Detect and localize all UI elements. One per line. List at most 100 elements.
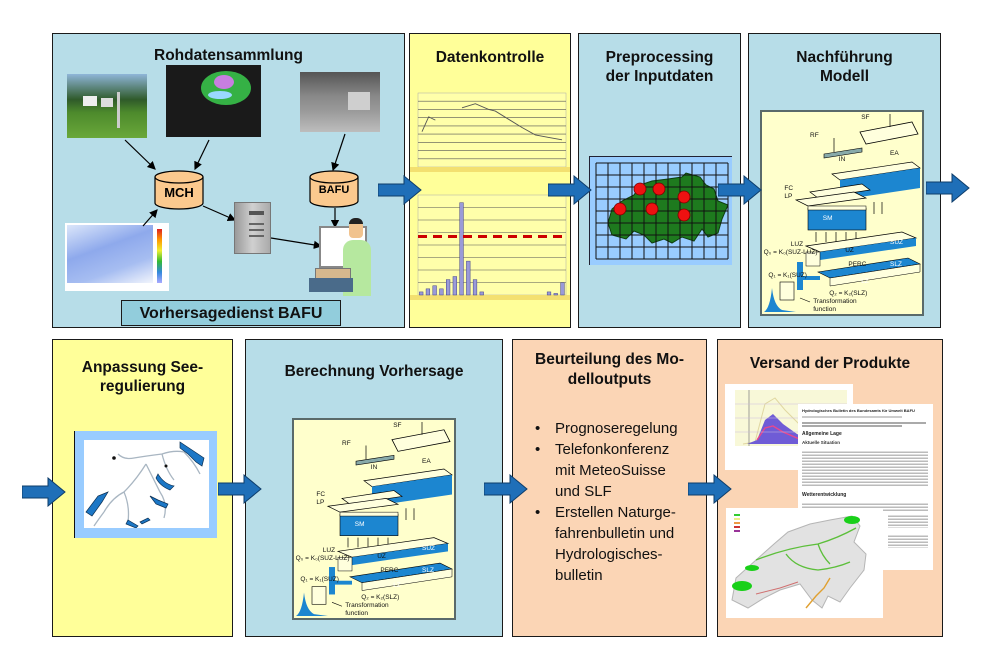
bar-chart — [410, 194, 570, 300]
bullet-line: bulletin — [555, 567, 603, 584]
bullet-item: Erstellen Naturge- fahrenbulletin und Hy… — [533, 502, 678, 586]
flow-arrow-icon — [926, 173, 970, 203]
hbv-label-slz: SLZ — [422, 566, 434, 574]
bar — [419, 291, 424, 296]
hbv-label-fc: FC — [316, 491, 326, 499]
bar — [459, 202, 464, 296]
line-series-segment-2 — [461, 103, 563, 141]
flow-arrow-icon — [378, 175, 422, 205]
hbv-label-uz: UZ — [845, 247, 854, 255]
panel-title-line2: delloutputs — [567, 371, 652, 388]
hbv-label-luz: LUZ — [790, 241, 804, 249]
panel-versand-produkte: Versand der Produkte Hydrologisches Bull… — [717, 339, 943, 637]
data-flow-connectors — [124, 133, 346, 250]
bafu-database-icon: BAFU — [309, 170, 359, 208]
hbv-label-perc: PERC — [848, 261, 867, 269]
hbv-label-q0: Q₀ = K₀(SUZ-LUZ) — [295, 554, 350, 562]
forecaster-workstation-icon — [293, 216, 373, 296]
precipitation-map — [65, 223, 169, 291]
hbv-label-rf: RF — [810, 132, 819, 140]
bulletin-heading-1: Allgemeine Lage — [802, 431, 842, 437]
bullet-line: Prognoseregelung — [555, 420, 678, 437]
bar — [560, 282, 565, 296]
panel-title-line1: Nachführung — [796, 49, 893, 66]
panel-beurteilung-modelloutputs: Beurteilung des Mo- delloutputs Prognose… — [512, 339, 707, 637]
panel-title-line1: Preprocessing — [605, 49, 714, 66]
hbv-label-sf: SF — [861, 114, 870, 122]
bulletin-heading-3: Wetterentwicklung — [802, 492, 847, 498]
panel-title-line1: Anpassung See- — [81, 359, 204, 376]
bar — [452, 276, 457, 296]
flow-arrow-icon — [718, 175, 762, 205]
panel-nachfuehrung-modell: Nachführung Modell — [748, 33, 941, 328]
bar — [479, 291, 484, 296]
panel-title: Berechnung Vorhersage — [284, 363, 464, 380]
bullet-item: Prognoseregelung — [533, 418, 678, 439]
hbv-label-sm: SM — [354, 520, 365, 528]
hbv-label-lp: LP — [784, 192, 793, 200]
server-icon — [234, 202, 271, 254]
flow-arrow-icon — [548, 175, 592, 205]
panel-title: Rohdatensammlung — [154, 47, 303, 64]
bullet-line: Erstellen Naturge- — [555, 504, 676, 521]
x-axis-band — [410, 295, 570, 300]
radar-image — [166, 65, 261, 137]
hbv-label-function: function — [813, 305, 836, 313]
hbv-label-fc: FC — [784, 184, 794, 192]
bar — [553, 293, 558, 296]
hbv-label-q1: Q₁ = K₁(SUZ) — [300, 576, 339, 584]
hbv-label-ea: EA — [890, 150, 899, 158]
bar — [446, 279, 451, 296]
dam-photo — [300, 72, 380, 132]
hbv-label-function: function — [345, 610, 368, 618]
hbv-model-diagram: SF RF IN EA FC LP SM LUZ UZ SUZ PERC SLZ… — [292, 418, 456, 620]
bar — [546, 291, 552, 296]
panel-title: Versand der Produkte — [749, 355, 911, 372]
hbv-label-q1: Q₁ = K₁(SUZ) — [768, 271, 807, 279]
natural-hazard-river-map — [726, 508, 883, 618]
hbv-label-luz: LUZ — [322, 546, 336, 554]
hbv-label-lz: LZ — [393, 582, 401, 590]
bar — [466, 260, 471, 296]
x-axis-band — [410, 167, 570, 172]
hbv-label-ea: EA — [422, 457, 431, 465]
hbv-label-in: IN — [370, 463, 378, 471]
bullet-line: fahrenbulletin und — [555, 525, 675, 542]
bullet-line: Hydrologisches- — [555, 546, 663, 563]
hbv-label-suz: SUZ — [422, 544, 435, 552]
hbv-model-diagram: SF RF IN EA FC LP SM LUZ UZ SUZ PERC SLZ… — [760, 110, 924, 316]
mch-database-icon: MCH — [154, 170, 204, 210]
flow-arrow-icon — [218, 474, 262, 504]
bulletin-heading-2: Aktuelle Situation — [802, 440, 841, 445]
hbv-label-q2: Q₂ = K₂(SLZ) — [361, 594, 400, 602]
hbv-label-transformation: Transformation — [345, 602, 389, 610]
lake-river-map — [74, 431, 217, 538]
panel-title: Datenkontrolle — [435, 49, 545, 66]
hbv-label-transformation: Transformation — [813, 297, 857, 305]
hbv-label-perc: PERC — [380, 566, 399, 574]
bar — [439, 288, 444, 296]
panel-title-line2: Modell — [819, 68, 870, 85]
bullet-item: Telefonkonferenz mit MeteoSuisse und SLF — [533, 439, 678, 502]
panel-berechnung-vorhersage: Berechnung Vorhersage — [245, 339, 503, 637]
hbv-label-rf: RF — [342, 439, 351, 447]
bulletin-title: Hydrologisches Bulletin des Bundesamts f… — [802, 408, 915, 413]
plot-area — [417, 92, 567, 168]
line-series-segment-1 — [421, 116, 436, 132]
panel-preprocessing: Preprocessing der Inputdaten — [578, 33, 741, 328]
hbv-label-lp: LP — [316, 499, 325, 507]
bullet-line: und SLF — [555, 483, 612, 500]
bar — [472, 279, 478, 296]
hbv-label-q2: Q₂ = K₂(SLZ) — [829, 289, 868, 297]
bafu-label: BAFU — [318, 184, 350, 196]
bullet-line: Telefonkonferenz — [555, 441, 670, 458]
panel-datenkontrolle: Datenkontrolle — [409, 33, 571, 328]
bar — [432, 285, 437, 296]
flow-arrow-icon — [22, 477, 66, 507]
bullet-list: Prognoseregelung Telefonkonferenz mit Me… — [533, 418, 678, 586]
hbv-label-suz: SUZ — [890, 239, 903, 247]
line-chart — [410, 92, 570, 172]
panel-title-line2: der Inputdaten — [605, 68, 714, 85]
vorhersagedienst-banner: Vorhersagedienst BAFU — [121, 300, 341, 326]
weather-station-photo — [67, 74, 147, 138]
